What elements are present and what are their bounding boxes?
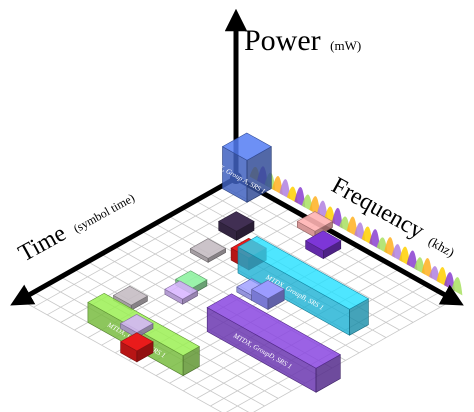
spectrum-lobe	[384, 237, 396, 258]
spectrum-lobe	[331, 207, 343, 229]
spectrum-lobe	[309, 196, 321, 216]
blue-violet-block	[251, 279, 285, 311]
gray-block	[189, 238, 227, 263]
grid-line	[253, 299, 454, 412]
spectrum-lobe	[271, 175, 283, 196]
red-block-lower	[119, 332, 154, 363]
spectrum-lobe	[369, 229, 381, 250]
spectrum-lobe	[279, 179, 291, 200]
spectrum-lobe	[399, 246, 411, 267]
spectrum-lobe	[421, 258, 433, 279]
grid-line	[73, 268, 292, 392]
power-axis-label: Power (mW)	[244, 24, 361, 57]
spectrum-lobe	[436, 266, 448, 288]
violet-block	[304, 230, 342, 260]
spectrum-lobe	[354, 222, 366, 242]
spectrum-lobe	[346, 216, 358, 237]
spectrum-lobe	[294, 186, 306, 208]
frequency-axis	[234, 175, 464, 306]
dark-block	[218, 211, 255, 241]
time-axis-label: Time (symbol time)	[14, 183, 138, 268]
spectrum-lobe	[406, 250, 418, 271]
time-axis	[10, 175, 238, 306]
grid-line	[19, 299, 222, 412]
spectrum-lobe	[361, 226, 373, 246]
mtdx-group-c-srs-1-block: MTDX, GroupC, SRS 1	[87, 292, 200, 377]
lilac-block	[164, 280, 199, 305]
spectrum-waveform	[249, 166, 463, 296]
